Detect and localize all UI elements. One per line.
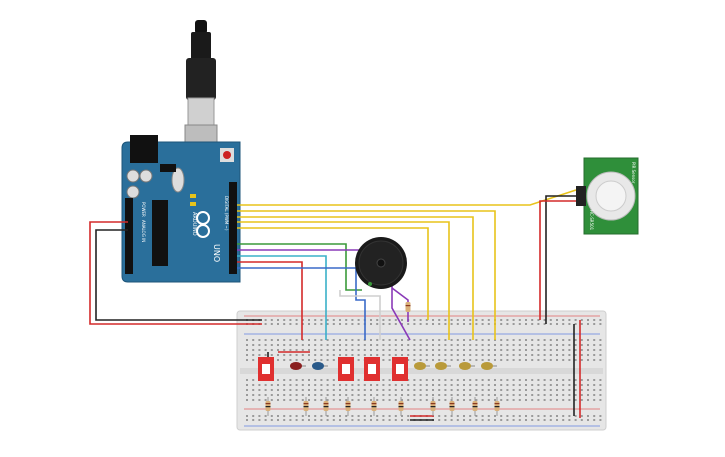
wire-pir-gnd xyxy=(545,195,576,324)
arduino-uno-board: UNO ARDUINO DIGITAL (PWM ~) ANALOG IN PO… xyxy=(121,135,241,283)
resistor-8 xyxy=(449,397,455,416)
wire-led-5 xyxy=(237,216,474,340)
slide-switch-4[interactable] xyxy=(392,357,408,381)
power-label: POWER xyxy=(141,202,146,217)
breadboard xyxy=(236,310,607,431)
analog-label: ANALOG IN xyxy=(141,220,146,242)
wire-white xyxy=(339,290,381,340)
resistor-2 xyxy=(303,397,309,416)
board-brand-label: ARDUINO xyxy=(191,212,197,236)
led-1 xyxy=(290,362,306,370)
wire-pir-vcc xyxy=(539,200,576,320)
resistor-3 xyxy=(323,397,329,416)
wire-buzzer-lead xyxy=(391,287,409,322)
resistor-5 xyxy=(371,397,377,416)
power-header xyxy=(125,198,133,274)
resistors xyxy=(265,302,500,416)
resistor-7 xyxy=(430,397,436,416)
wire-led-3 xyxy=(237,227,429,320)
piezo-buzzer xyxy=(355,237,407,289)
wire-led-6 xyxy=(237,210,496,340)
resistor-1 xyxy=(265,397,271,416)
led-3 xyxy=(414,362,430,370)
wire-red-switch xyxy=(237,261,303,340)
led-2 xyxy=(312,362,328,370)
slide-switch-2[interactable] xyxy=(338,357,354,381)
digital-header xyxy=(229,182,237,274)
slide-switches xyxy=(258,357,408,381)
digital-label: DIGITAL (PWM ~) xyxy=(224,196,229,231)
pir-label-top: PIR Sensor xyxy=(631,162,636,184)
leds xyxy=(290,362,497,370)
resistor-9 xyxy=(472,397,478,416)
resistor-4 xyxy=(345,397,351,416)
atmega-chip xyxy=(152,200,168,266)
slide-switch-1[interactable] xyxy=(258,357,274,381)
pir-label-bottom: HC-SR501 xyxy=(589,210,594,231)
arduino-logo-icon xyxy=(196,211,210,238)
wire-pir-out xyxy=(237,189,577,206)
led-6 xyxy=(481,362,497,370)
wire-buzzer xyxy=(237,243,362,291)
resistor-10 xyxy=(494,397,500,416)
board-model-label: UNO xyxy=(212,244,221,262)
wire-blue xyxy=(237,267,366,340)
led-5 xyxy=(459,362,475,370)
usb-cable xyxy=(184,20,218,162)
pir-sensor: PIR Sensor HC-SR501 xyxy=(576,157,639,235)
led-4 xyxy=(435,362,451,370)
wires xyxy=(89,189,581,421)
reset-icon xyxy=(223,151,231,159)
slide-switch-3[interactable] xyxy=(364,357,380,381)
resistor-buzzer xyxy=(405,302,411,312)
power-jack xyxy=(130,135,158,163)
resistor-6 xyxy=(398,397,404,416)
wire-led-4 xyxy=(237,221,450,340)
wire-cyan xyxy=(237,255,327,340)
wire-5v xyxy=(89,221,262,325)
wire-gnd xyxy=(95,229,262,321)
